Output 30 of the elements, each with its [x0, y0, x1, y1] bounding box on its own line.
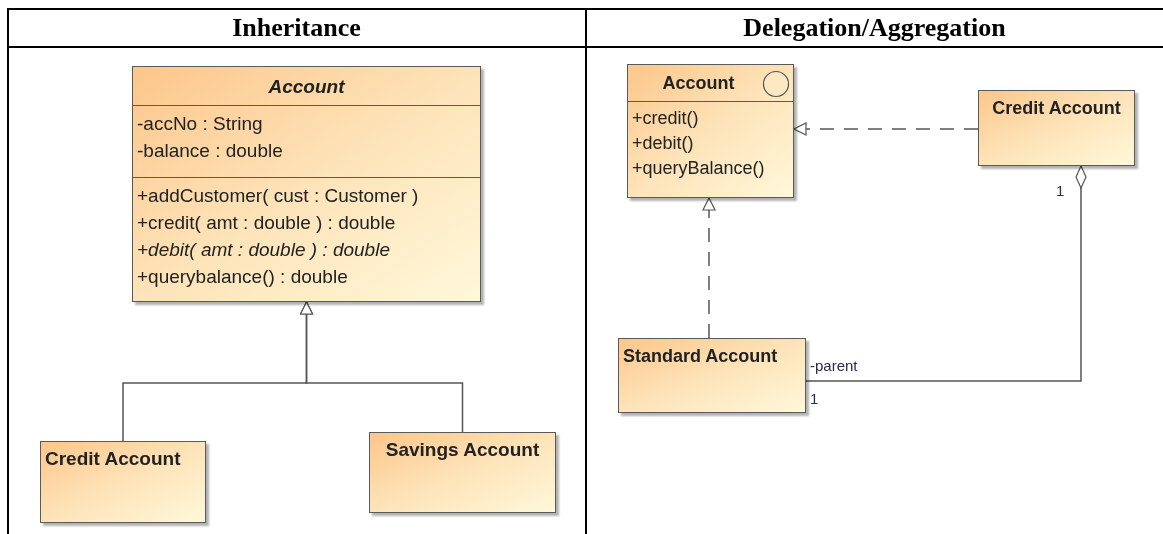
- class-name: Standard Account: [623, 345, 778, 368]
- column-header: Delegation/Aggregation: [742, 12, 1007, 44]
- class-box: [369, 432, 556, 513]
- multiplicity-label: 1: [1056, 181, 1065, 201]
- class-member: +queryBalance(): [632, 157, 766, 180]
- column-header: Inheritance: [231, 12, 362, 44]
- class-member: +addCustomer( cust : Customer ): [137, 184, 420, 208]
- role-label: -parent: [810, 356, 858, 376]
- class-name: Account: [268, 74, 345, 99]
- class-box: [132, 66, 481, 302]
- class-member: -balance : double: [137, 139, 284, 163]
- class-member: +credit( amt : double ) : double: [137, 211, 397, 235]
- dashed-arrow: [702, 197, 716, 339]
- class-box: [618, 338, 806, 413]
- arrow: [299, 301, 464, 433]
- dashed-arrow: [793, 122, 979, 136]
- class-name: Savings Account: [385, 438, 540, 462]
- class-member: +debit( amt : double ) : double: [137, 238, 391, 262]
- class-box: [627, 64, 794, 198]
- class-box: [40, 441, 206, 523]
- class-box: [978, 90, 1135, 166]
- class-member: -accNo : String: [137, 112, 264, 136]
- class-name: Credit Account: [45, 447, 181, 471]
- class-name: Account: [662, 71, 735, 95]
- multiplicity-label: 1: [810, 389, 819, 409]
- aggregation-line: [805, 165, 1087, 382]
- class-member: +credit(): [632, 107, 700, 130]
- class-member: +querybalance() : double: [137, 265, 349, 289]
- class-member: +debit(): [632, 132, 695, 155]
- class-name: Credit Account: [992, 97, 1121, 120]
